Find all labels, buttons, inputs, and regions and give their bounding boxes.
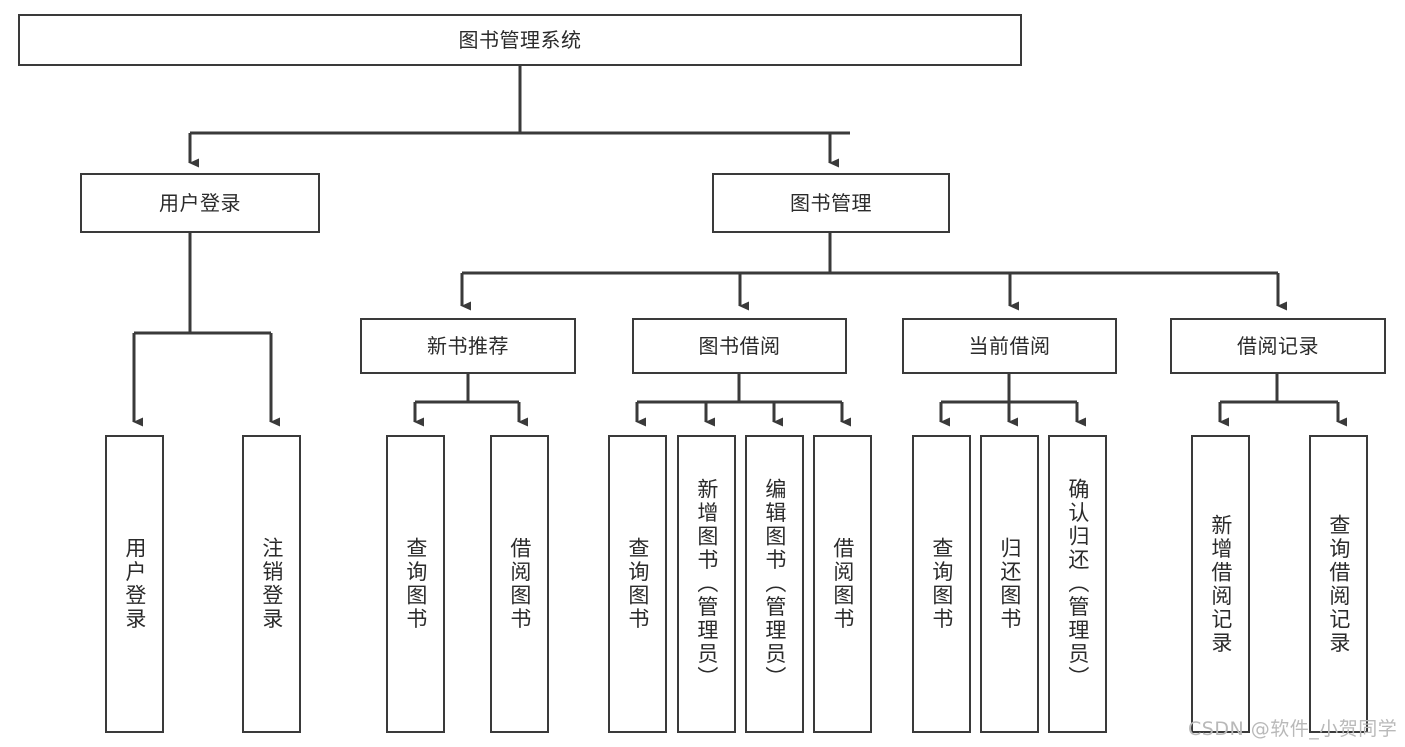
- node-current-borrow[interactable]: 当前借阅: [902, 318, 1117, 374]
- node-user-login-label: 用户登录: [159, 191, 241, 215]
- node-leaf-query-record[interactable]: 查询借阅记录: [1309, 435, 1368, 733]
- node-leaf-query-book-2-label: 查询图书: [625, 537, 650, 631]
- node-leaf-user-logout-label: 注销登录: [259, 537, 284, 631]
- node-borrow-record[interactable]: 借阅记录: [1170, 318, 1386, 374]
- node-leaf-user-login-label: 用户登录: [122, 537, 147, 631]
- node-leaf-borrow-book-1[interactable]: 借阅图书: [490, 435, 549, 733]
- node-book-management-label: 图书管理: [790, 191, 872, 215]
- node-book-management[interactable]: 图书管理: [712, 173, 950, 233]
- csdn-watermark: CSDN @软件_小贺同学: [1188, 718, 1398, 740]
- node-leaf-query-book-1[interactable]: 查询图书: [386, 435, 445, 733]
- node-root-label: 图书管理系统: [458, 28, 582, 52]
- node-leaf-query-book-3[interactable]: 查询图书: [912, 435, 971, 733]
- node-leaf-confirm-return-label: 确认归还（管理员）: [1065, 478, 1090, 690]
- node-leaf-query-book-1-label: 查询图书: [403, 537, 428, 631]
- node-book-borrow[interactable]: 图书借阅: [632, 318, 847, 374]
- node-root[interactable]: 图书管理系统: [18, 14, 1022, 66]
- node-leaf-borrow-book-2[interactable]: 借阅图书: [813, 435, 872, 733]
- node-leaf-borrow-book-2-label: 借阅图书: [830, 537, 855, 631]
- node-leaf-query-book-2[interactable]: 查询图书: [608, 435, 667, 733]
- node-leaf-user-login[interactable]: 用户登录: [105, 435, 164, 733]
- node-current-borrow-label: 当前借阅: [968, 334, 1051, 358]
- node-user-login[interactable]: 用户登录: [80, 173, 320, 233]
- node-leaf-return-book[interactable]: 归还图书: [980, 435, 1039, 733]
- node-leaf-edit-book[interactable]: 编辑图书（管理员）: [745, 435, 804, 733]
- node-leaf-add-book-label: 新增图书（管理员）: [694, 478, 719, 690]
- node-leaf-add-book[interactable]: 新增图书（管理员）: [677, 435, 736, 733]
- node-leaf-query-book-3-label: 查询图书: [929, 537, 954, 631]
- node-leaf-return-book-label: 归还图书: [997, 537, 1022, 631]
- node-leaf-add-record[interactable]: 新增借阅记录: [1191, 435, 1250, 733]
- node-leaf-confirm-return[interactable]: 确认归还（管理员）: [1048, 435, 1107, 733]
- node-leaf-query-record-label: 查询借阅记录: [1326, 513, 1351, 655]
- node-leaf-user-logout[interactable]: 注销登录: [242, 435, 301, 733]
- node-new-book-recommend[interactable]: 新书推荐: [360, 318, 576, 374]
- node-book-borrow-label: 图书借阅: [698, 334, 781, 358]
- node-borrow-record-label: 借阅记录: [1237, 334, 1319, 358]
- node-leaf-borrow-book-1-label: 借阅图书: [507, 537, 532, 631]
- node-leaf-add-record-label: 新增借阅记录: [1208, 513, 1233, 655]
- node-leaf-edit-book-label: 编辑图书（管理员）: [762, 478, 787, 690]
- node-new-book-recommend-label: 新书推荐: [427, 334, 509, 358]
